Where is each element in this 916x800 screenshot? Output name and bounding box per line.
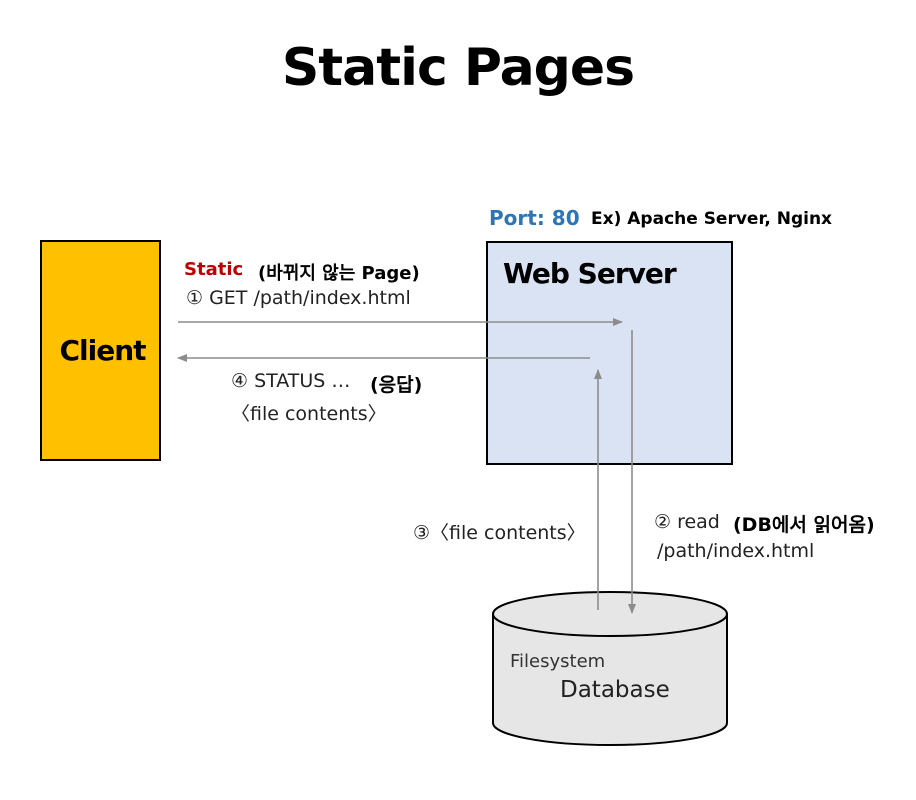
database-cylinder [492, 591, 728, 746]
step4-response-label: ④ STATUS … [231, 370, 351, 392]
page-title: Static Pages [281, 38, 635, 98]
step2-read-note: (DB에서 읽어옴) [733, 514, 875, 536]
step2-read-label: ② read [654, 511, 720, 533]
step3-return-label: ③〈file contents〉 [413, 522, 586, 544]
client-label: Client [59, 334, 146, 367]
step4-response-body: 〈file contents〉 [231, 403, 387, 425]
web-server-box [486, 241, 733, 465]
step2-read-path: /path/index.html [657, 540, 815, 562]
static-description: (바뀌지 않는 Page) [258, 263, 420, 284]
web-server-label: Web Server [503, 257, 677, 290]
client-box [40, 240, 161, 461]
static-label: Static [184, 259, 244, 280]
step1-request-label: ① GET /path/index.html [186, 287, 411, 309]
database-type-label: Filesystem [510, 651, 606, 672]
database-label: Database [560, 677, 670, 703]
step4-response-note: (응답) [370, 374, 423, 396]
port-label: Port: 80 [489, 206, 580, 230]
server-examples: Ex) Apache Server, Nginx [591, 209, 833, 229]
